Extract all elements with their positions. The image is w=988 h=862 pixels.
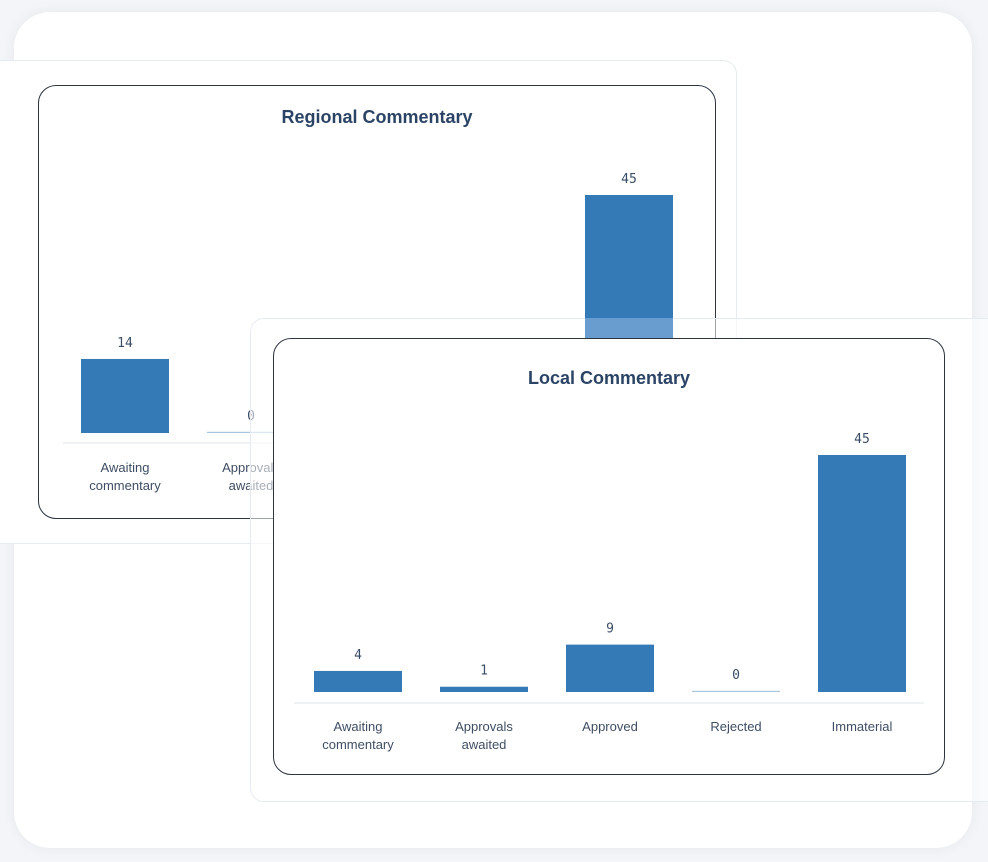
local-chart-title: Local Commentary <box>527 368 691 388</box>
regional-chart-title: Regional Commentary <box>281 107 473 127</box>
local-category-label-approved: Approved <box>582 719 638 734</box>
regional-immaterial-bar-overlap <box>585 318 673 338</box>
local-bar-immaterial <box>818 455 906 692</box>
regional-value-label-immaterial: 45 <box>621 172 637 187</box>
local-category-label-rejected: Rejected <box>710 719 761 734</box>
regional-value-label-awaiting: 14 <box>117 336 133 351</box>
local-value-label-approvals: 1 <box>480 664 488 679</box>
local-bar-approvals <box>440 686 528 692</box>
local-value-label-rejected: 0 <box>732 668 740 683</box>
local-bar-awaiting <box>314 670 402 692</box>
local-category-label-immaterial: Immaterial <box>832 719 893 734</box>
local-bar-rejected <box>692 690 780 692</box>
local-value-label-immaterial: 45 <box>854 432 870 447</box>
local-value-label-awaiting: 4 <box>354 648 362 663</box>
local-bar-approved <box>566 644 654 692</box>
local-value-label-approved: 9 <box>606 622 614 637</box>
regional-bar-awaiting <box>81 358 169 433</box>
